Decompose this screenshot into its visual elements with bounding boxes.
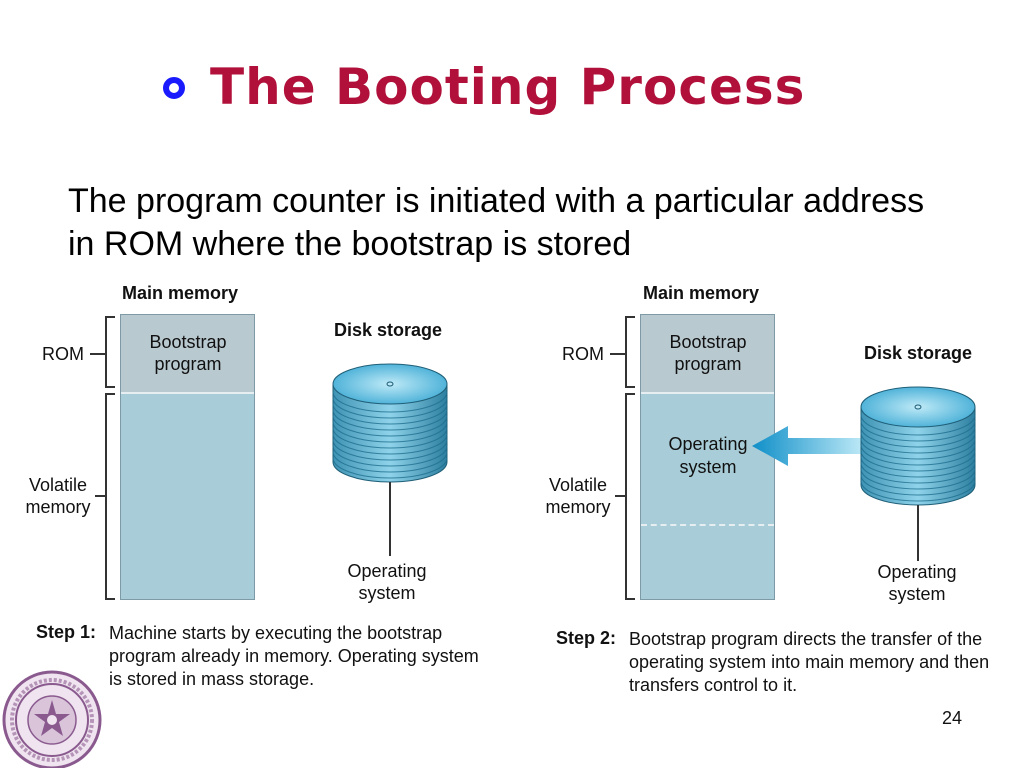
step2-rom-bracket xyxy=(625,316,635,388)
step1-volatile-tick xyxy=(95,495,105,497)
step2-operating-system-label: Operating system xyxy=(877,562,957,604)
step1-disk-storage-label: Disk storage xyxy=(334,320,443,340)
step2-volatile-bracket xyxy=(625,393,635,600)
step2-rom-block xyxy=(641,315,774,394)
step2-volatile-label: Volatile memory xyxy=(545,475,611,517)
step2-disk-icon xyxy=(860,386,976,561)
slide-subtitle: The program counter is initiated with a … xyxy=(68,182,925,263)
step2-caption: Bootstrap program directs the transfer o… xyxy=(629,629,990,695)
university-seal-icon xyxy=(2,670,102,768)
step1-rom-bracket xyxy=(105,316,115,388)
step2-os-block xyxy=(641,394,774,526)
step1-rom-block xyxy=(121,315,254,394)
step2-rom-tick xyxy=(610,353,625,355)
page-number: 24 xyxy=(941,708,962,728)
step1-disk-icon xyxy=(332,363,448,556)
step2-volatile-tick xyxy=(615,495,625,497)
bullet-ring-icon xyxy=(163,77,185,99)
step1-bootstrap-label: Bootstrap program xyxy=(149,332,227,374)
step1-main-memory xyxy=(120,314,255,600)
step2-rom-label: ROM xyxy=(562,344,604,364)
step2-disk-storage-label: Disk storage xyxy=(864,343,973,363)
step1-rom-tick xyxy=(90,353,105,355)
step2-bootstrap-label: Bootstrap program xyxy=(669,332,747,374)
step1-volatile-bracket xyxy=(105,393,115,600)
step1-volatile-label: Volatile memory xyxy=(25,475,91,517)
step1-label: Step 1: xyxy=(36,622,97,642)
step1-main-memory-label: Main memory xyxy=(122,283,239,303)
step2-main-memory-label: Main memory xyxy=(643,283,760,303)
step2-label: Step 2: xyxy=(556,628,617,648)
step1-rom-label: ROM xyxy=(42,344,84,364)
page-title: The Booting Process xyxy=(210,58,806,116)
step2-os-in-memory-label: Operating system xyxy=(668,434,748,477)
step1-operating-system-label: Operating system xyxy=(347,561,427,603)
arrow-icon xyxy=(752,426,864,466)
step2-main-memory xyxy=(640,314,775,600)
step1-caption: Machine starts by executing the bootstra… xyxy=(109,623,479,689)
